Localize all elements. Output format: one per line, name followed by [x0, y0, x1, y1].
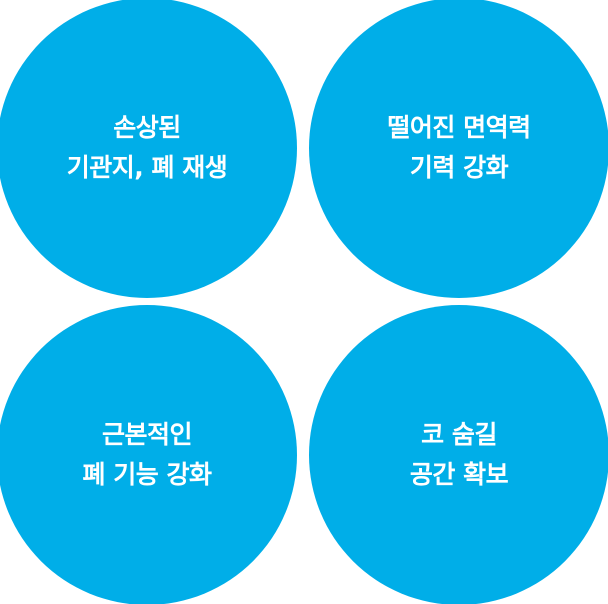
benefit-line-2: 폐 기능 강화 [82, 460, 212, 489]
benefit-line-1: 손상된 [113, 113, 181, 142]
benefit-line-2: 기관지, 폐 재생 [66, 153, 228, 182]
benefit-circle-bronchi-regeneration: 손상된 기관지, 폐 재생 [0, 0, 297, 298]
benefit-circle-nasal-airway: 코 숨길 공간 확보 [309, 305, 608, 604]
benefit-line-2: 기력 강화 [409, 153, 509, 182]
benefit-circle-lung-function: 근본적인 폐 기능 강화 [0, 305, 297, 604]
benefit-circle-immunity: 떨어진 면역력 기력 강화 [309, 0, 608, 298]
benefit-line-1: 떨어진 면역력 [387, 113, 531, 142]
benefit-line-2: 공간 확보 [409, 460, 509, 489]
benefit-line-1: 코 숨길 [421, 420, 497, 449]
benefit-line-1: 근본적인 [101, 420, 193, 449]
